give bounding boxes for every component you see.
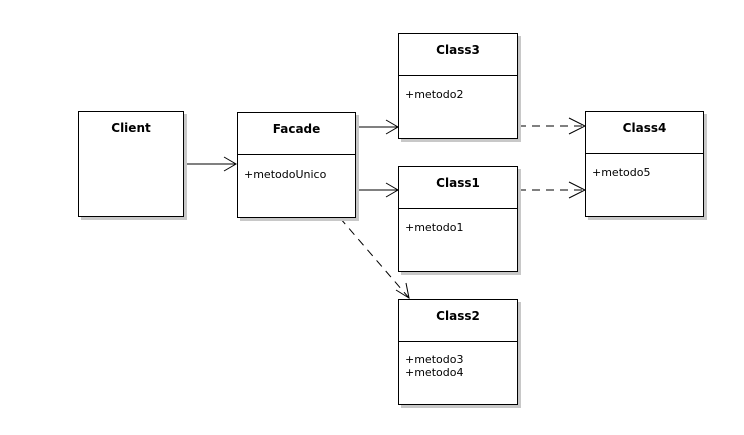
class-divider [586, 153, 703, 154]
edge-facade-class2-arrowhead [395, 282, 410, 300]
class-name-class3: Class3 [436, 43, 480, 57]
class-divider [399, 341, 517, 342]
class-divider [238, 154, 355, 155]
class-name-facade: Facade [272, 122, 321, 136]
class-box-class4[interactable]: Class4 +metodo5 [585, 111, 704, 217]
class-name-class2: Class2 [436, 309, 480, 323]
method-metodoUnico: +metodoUnico [244, 168, 327, 181]
method-metodo4: +metodo4 [405, 366, 464, 379]
edge-client-facade-arrowhead [223, 156, 237, 172]
class-box-facade[interactable]: Facade +metodoUnico [237, 112, 356, 218]
class-divider [399, 75, 517, 76]
edge-facade-class2 [339, 217, 410, 299]
class-divider [399, 208, 517, 209]
class-box-class3[interactable]: Class3 +metodo2 [398, 33, 518, 139]
class-box-class2[interactable]: Class2 +metodo3 +metodo4 [398, 299, 518, 405]
class-box-client[interactable]: Client [78, 111, 184, 217]
method-metodo1: +metodo1 [405, 221, 464, 234]
class-box-class1[interactable]: Class1 +metodo1 [398, 166, 518, 272]
method-metodo5: +metodo5 [592, 166, 651, 179]
class-methods-facade: +metodoUnico [244, 168, 326, 181]
class-name-class1: Class1 [436, 176, 480, 190]
method-metodo2: +metodo2 [405, 88, 464, 101]
method-metodo3: +metodo3 [405, 353, 464, 366]
class-methods-class3: +metodo2 [405, 88, 463, 101]
class-methods-class1: +metodo1 [405, 221, 463, 234]
class-methods-class4: +metodo5 [592, 166, 650, 179]
class-name-class4: Class4 [622, 121, 667, 135]
class-name-client: Client [111, 121, 151, 135]
class-methods-class2: +metodo3 +metodo4 [405, 353, 463, 379]
